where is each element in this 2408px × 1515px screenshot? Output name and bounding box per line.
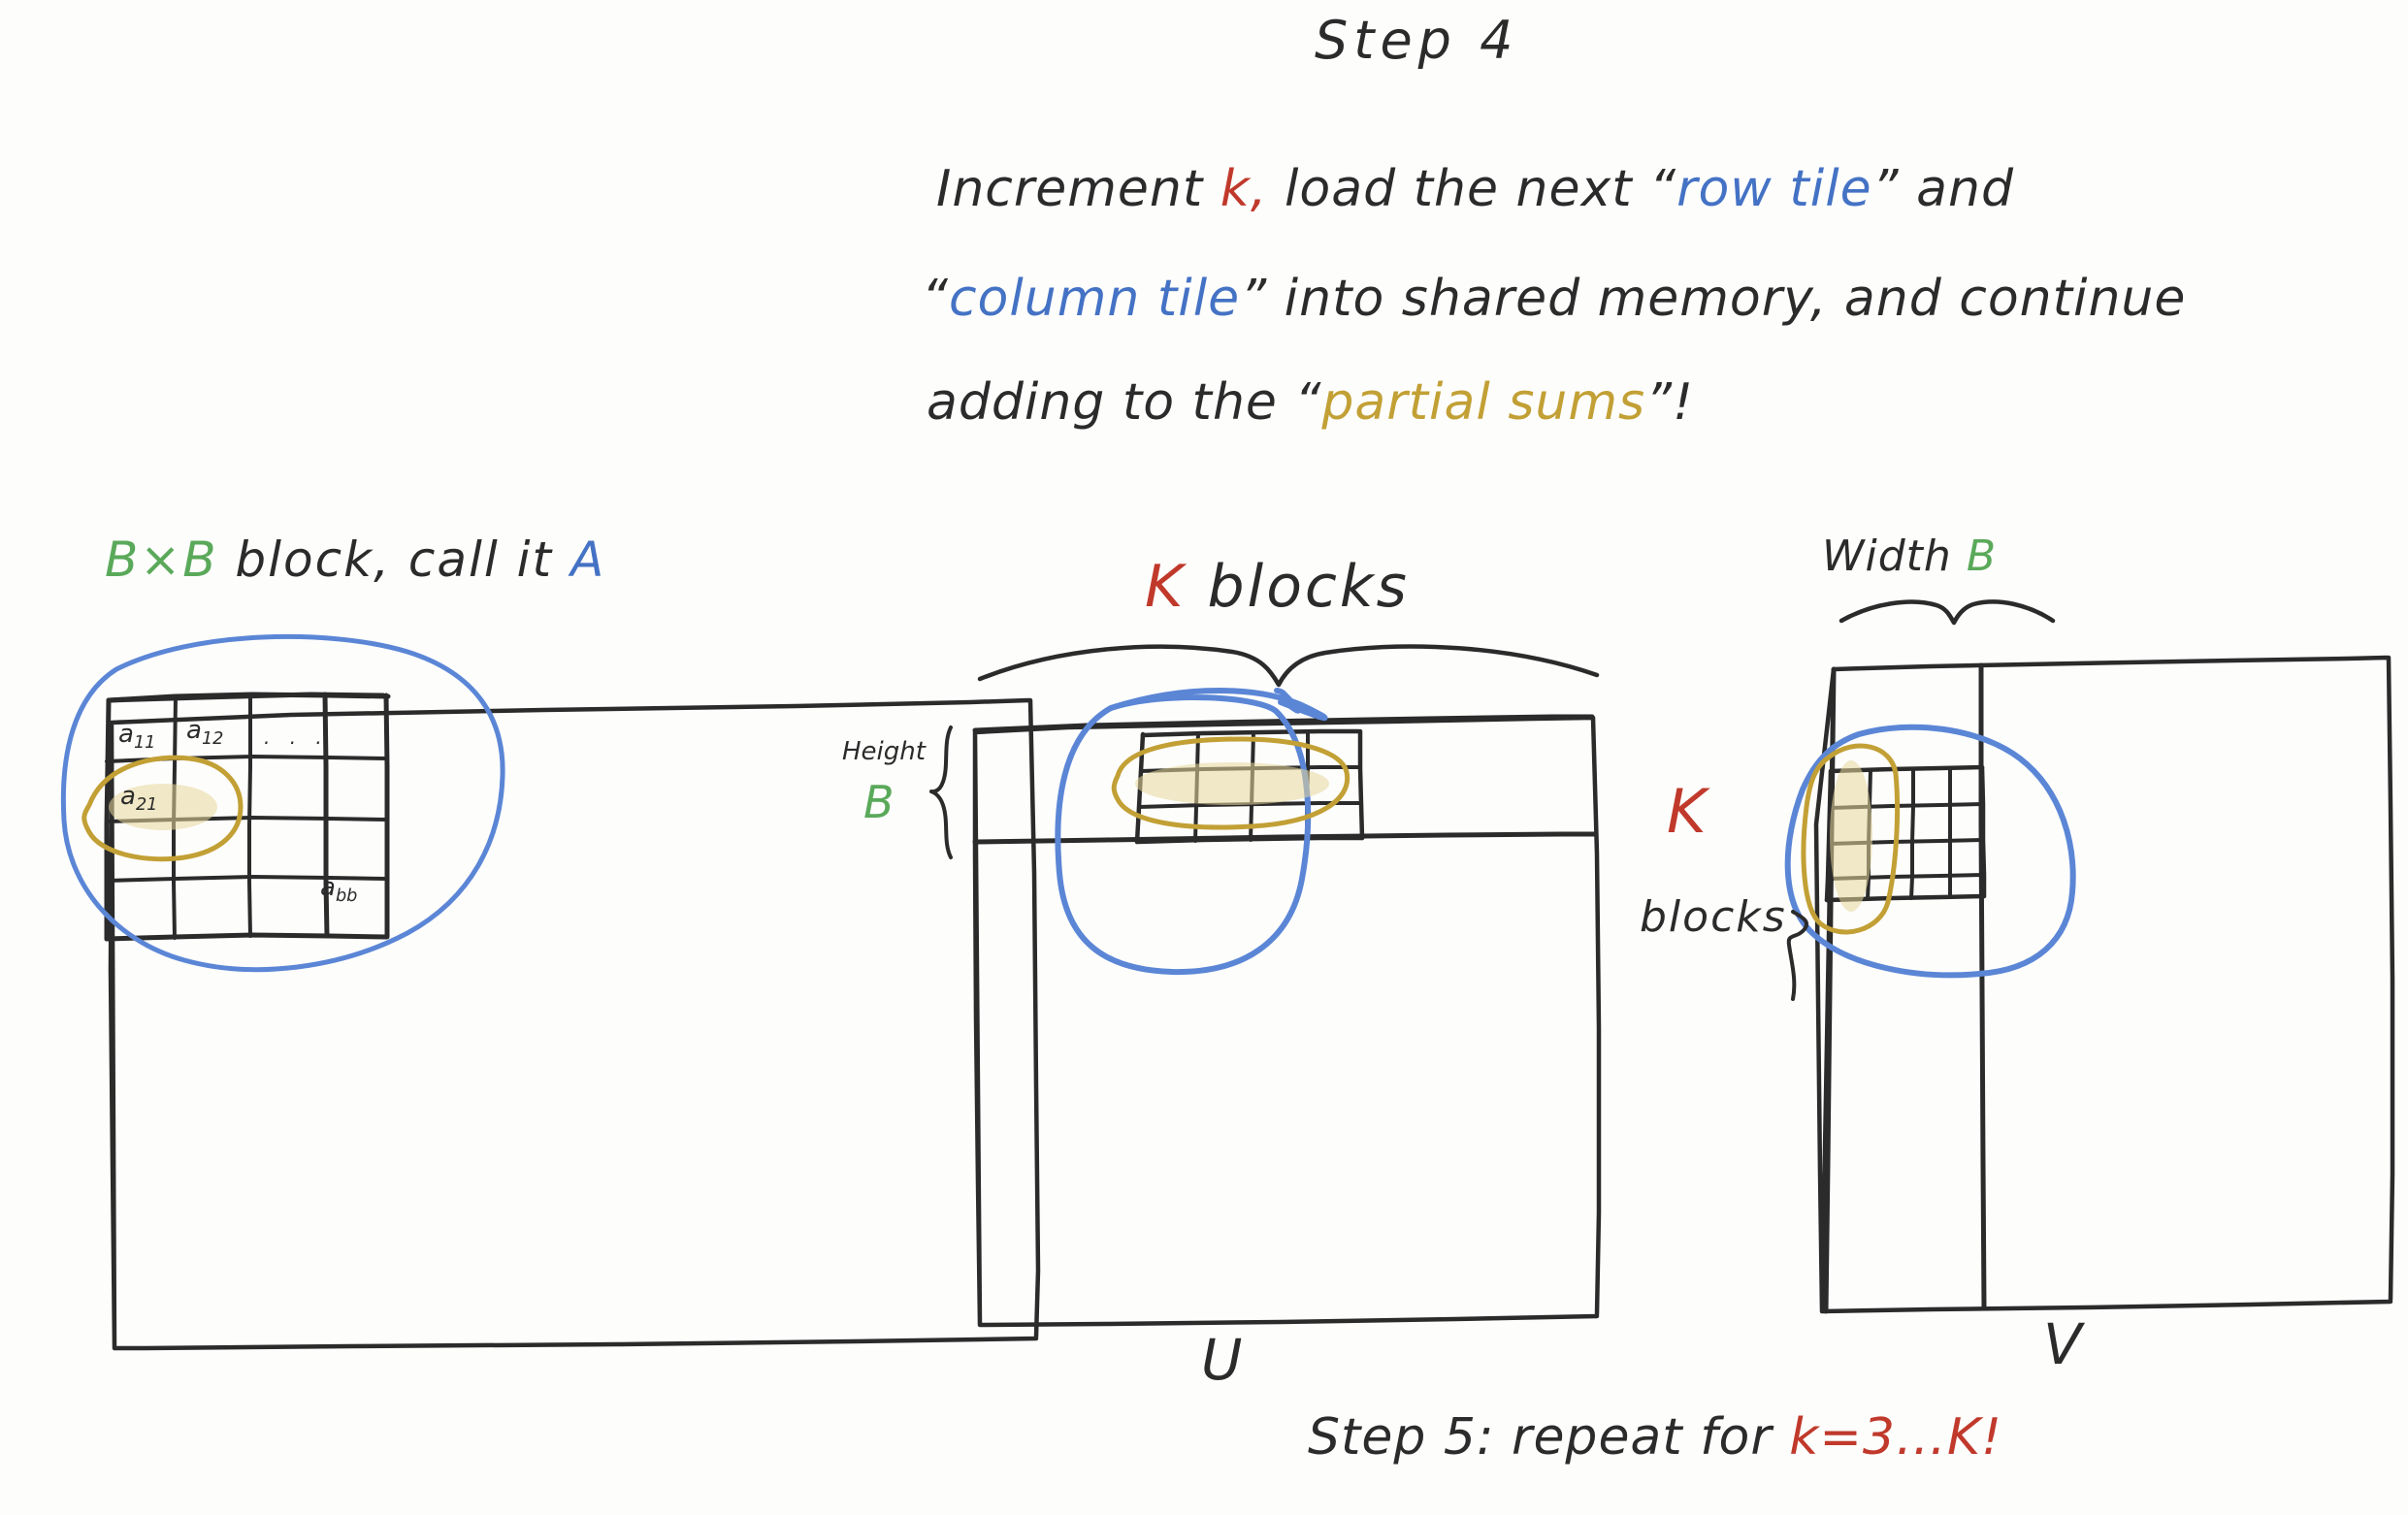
matrix-a-cell-a12: a12 — [186, 716, 224, 750]
matrix-a-ellipsis: . . . — [264, 725, 329, 749]
footer-k-range: k=3…K! — [1789, 1408, 2002, 1467]
matrix-u-outline — [972, 715, 1602, 1328]
footer-prefix: Step 5: repeat for — [1308, 1408, 1773, 1467]
matrix-a-cell-abb: abb — [320, 873, 358, 907]
matrix-u-blocks-word: blocks — [1207, 553, 1410, 621]
footer-step-5: Step 5: repeat for k=3…K! — [1308, 1408, 2002, 1467]
line1-seg7: and — [1916, 160, 2014, 218]
line2-quote-open: “ — [922, 270, 949, 328]
line1-row-tile-term: row tile — [1676, 160, 1872, 218]
line1-k-variable: k, — [1220, 160, 1268, 218]
matrix-a-outline — [108, 697, 1041, 1351]
line3-quote-close: ”! — [1645, 373, 1694, 432]
matrix-u-gold-highlight-ellipse — [1111, 736, 1350, 830]
instruction-line-2: “column tile” into shared memory, and co… — [922, 270, 2186, 328]
matrix-u-name-label: U — [1201, 1327, 1245, 1393]
matrix-a-cell-a21: a21 — [120, 782, 158, 816]
matrix-v-name-label: V — [2043, 1311, 2084, 1377]
matrix-u-tile-grid — [1134, 728, 1365, 845]
matrix-u-height-value: B — [863, 776, 896, 828]
instruction-line-3: adding to the “partial sums”! — [927, 373, 1694, 432]
matrix-v-k-blocks-brace — [1786, 910, 1809, 1001]
matrix-v-blocks-word: blocks — [1640, 892, 1787, 942]
line1-quote-close: ” — [1871, 160, 1900, 218]
line3-seg1: adding to the — [927, 373, 1278, 432]
matrix-v-width-label: Width B — [1822, 532, 1997, 581]
line2-seg4: into shared memory, and continue — [1284, 270, 2187, 328]
line3-quote-open: “ — [1294, 373, 1322, 432]
matrix-v-column-tile-band — [1823, 662, 1987, 1314]
instruction-line-1: Increment k, load the next “row tile” an… — [936, 160, 2014, 218]
matrix-u-height-word: Height — [842, 737, 926, 766]
line1-seg3: load the next — [1284, 160, 1633, 218]
matrix-a-dims-label: B×B — [105, 532, 218, 588]
line2-column-tile-term: column tile — [948, 270, 1241, 328]
matrix-u-height-brace — [929, 725, 953, 859]
matrix-a-caption: B×B block, call it A — [105, 532, 605, 588]
matrix-u-k-blocks-bracket — [977, 644, 1600, 688]
matrix-v-outline — [1813, 655, 2395, 1314]
matrix-u-k-blocks-label: K blocks — [1145, 553, 1410, 621]
matrix-a-name-label: A — [570, 532, 606, 588]
line1-seg1: Increment — [936, 160, 1204, 218]
matrix-v-tile-grid — [1824, 764, 1987, 903]
matrix-v-blue-highlight-circle — [1784, 724, 2076, 979]
matrix-u-k-count: K — [1145, 553, 1187, 621]
matrix-a-cell-a11: a11 — [118, 720, 156, 754]
matrix-u-row-tile-band — [972, 714, 1598, 845]
matrix-v-width-word: Width — [1822, 532, 1952, 581]
line2-quote-close: ” — [1240, 270, 1268, 328]
line1-quote-open: “ — [1649, 160, 1677, 218]
page-title: Step 4 — [1315, 10, 1519, 71]
matrix-v-width-brace — [1839, 599, 2056, 626]
matrix-a-caption-text: block, call it — [235, 532, 554, 588]
matrix-v-gold-highlight-ellipse — [1801, 743, 1901, 935]
matrix-v-k-count: K — [1667, 776, 1708, 847]
line3-partial-sums-term: partial sums — [1321, 373, 1646, 432]
matrix-v-width-value: B — [1966, 532, 1997, 581]
matrix-u-blue-highlight-circle — [1055, 688, 1328, 976]
matrix-a-gold-highlight-ellipse — [81, 755, 244, 862]
